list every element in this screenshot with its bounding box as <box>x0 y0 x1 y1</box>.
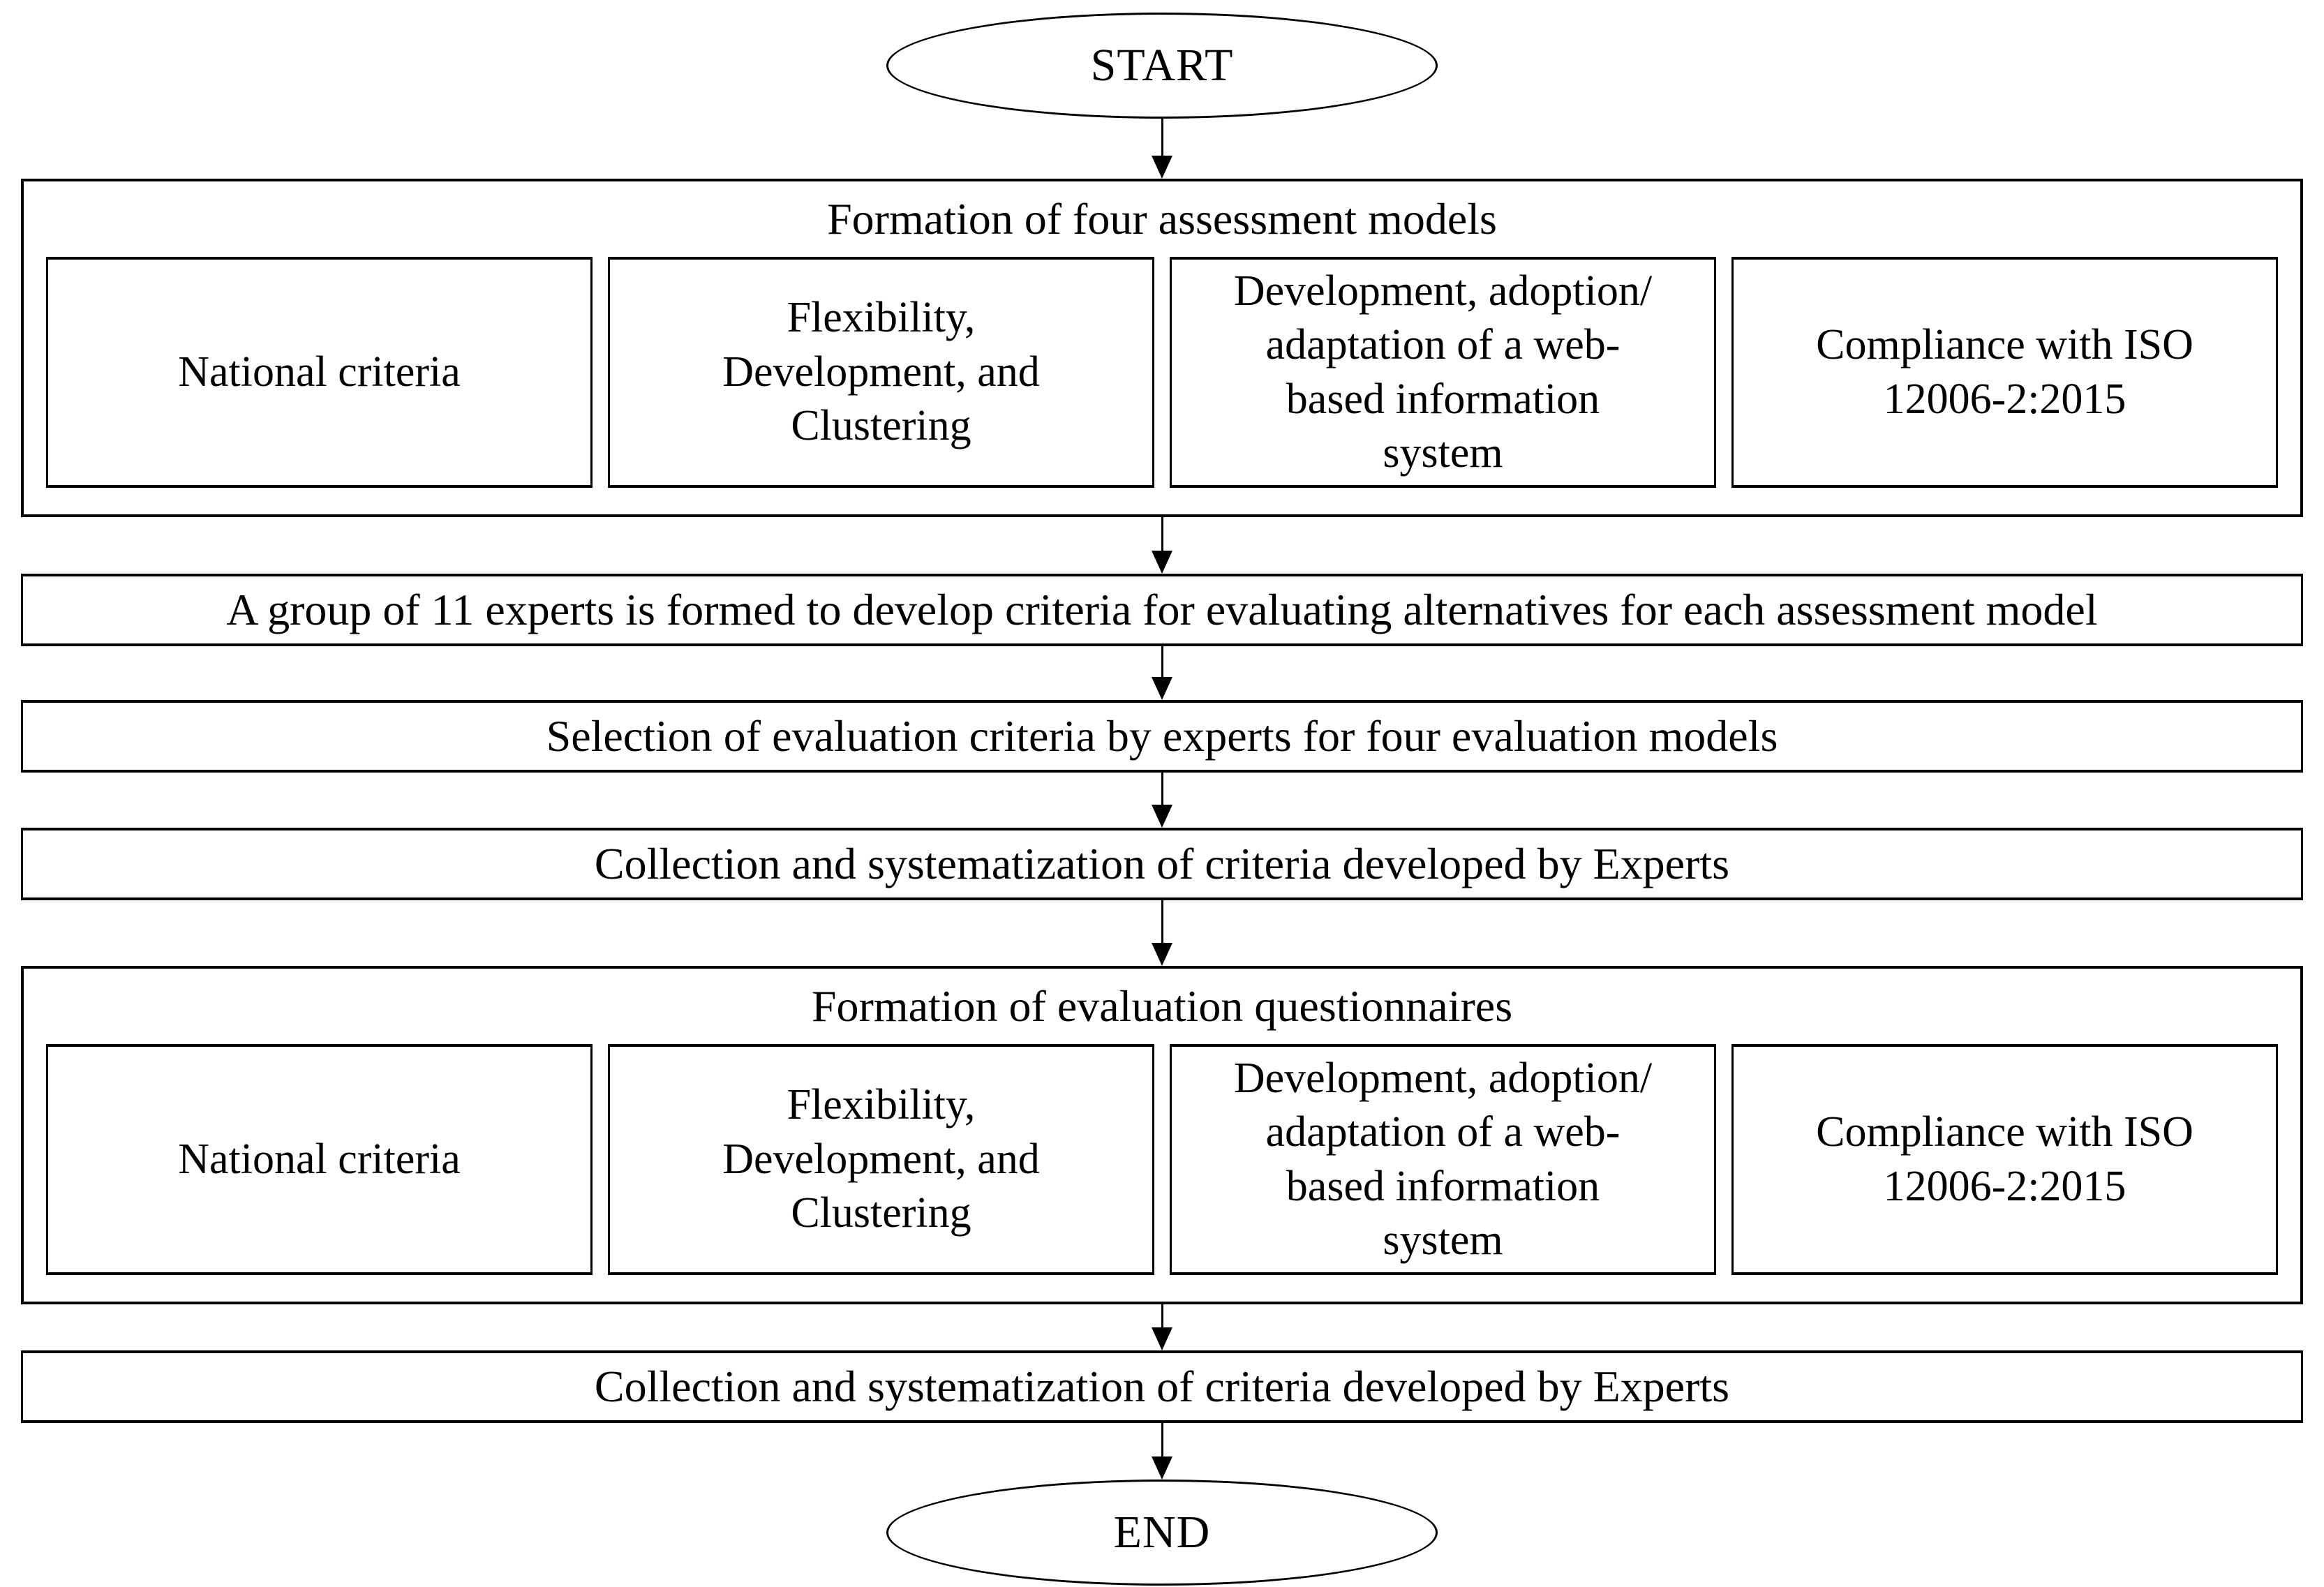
model-box-web-based-information-system-2: Development, adoption/ adaptation of a w… <box>1170 1044 1716 1275</box>
flow-arrow-6 <box>1152 1304 1172 1350</box>
stage2-title: Formation of evaluation questionnaires <box>811 981 1513 1031</box>
stage1-title: Formation of four assessment models <box>827 194 1497 244</box>
arrow-shaft <box>1161 646 1163 678</box>
arrow-head-icon <box>1152 943 1172 966</box>
arrow-shaft <box>1161 900 1163 944</box>
arrow-head-icon <box>1152 1327 1172 1350</box>
flow-arrow-1 <box>1152 119 1172 179</box>
end-label: END <box>1113 1507 1211 1558</box>
step-experts-group: A group of 11 experts is formed to devel… <box>21 574 2303 646</box>
model-box-iso-compliance-1: Compliance with ISO 12006-2:2015 <box>1731 257 2278 488</box>
model-box-national-criteria-2: National criteria <box>46 1044 593 1275</box>
step-criteria-collection-2: Collection and systematization of criter… <box>21 1350 2303 1423</box>
flow-arrow-7 <box>1152 1423 1172 1480</box>
arrow-head-icon <box>1152 805 1172 828</box>
arrow-head-icon <box>1152 677 1172 700</box>
arrow-shaft <box>1161 1304 1163 1329</box>
start-label: START <box>1090 40 1234 91</box>
arrow-head-icon <box>1152 156 1172 179</box>
arrow-shaft <box>1161 119 1163 157</box>
arrow-head-icon <box>1152 1456 1172 1480</box>
arrow-shaft <box>1161 1423 1163 1458</box>
flow-arrow-3 <box>1152 646 1172 700</box>
arrow-head-icon <box>1152 551 1172 574</box>
stage-formation-of-evaluation-questionnaires: Formation of evaluation questionnaires N… <box>21 966 2303 1304</box>
step-criteria-collection-1: Collection and systematization of criter… <box>21 828 2303 900</box>
arrow-shaft <box>1161 773 1163 806</box>
stage1-model-row: National criteria Flexibility, Developme… <box>46 257 2278 488</box>
flow-arrow-5 <box>1152 900 1172 966</box>
flow-arrow-2 <box>1152 517 1172 574</box>
end-terminator: END <box>886 1480 1438 1586</box>
arrow-shaft <box>1161 517 1163 552</box>
model-box-iso-compliance-2: Compliance with ISO 12006-2:2015 <box>1731 1044 2278 1275</box>
step-criteria-selection: Selection of evaluation criteria by expe… <box>21 700 2303 773</box>
model-box-web-based-information-system-1: Development, adoption/ adaptation of a w… <box>1170 257 1716 488</box>
model-box-flexibility-development-clustering-1: Flexibility, Development, and Clustering <box>608 257 1154 488</box>
model-box-flexibility-development-clustering-2: Flexibility, Development, and Clustering <box>608 1044 1154 1275</box>
stage-formation-of-assessment-models: Formation of four assessment models Nati… <box>21 179 2303 517</box>
flow-arrow-4 <box>1152 773 1172 828</box>
stage2-model-row: National criteria Flexibility, Developme… <box>46 1044 2278 1275</box>
start-terminator: START <box>886 13 1438 119</box>
model-box-national-criteria-1: National criteria <box>46 257 593 488</box>
